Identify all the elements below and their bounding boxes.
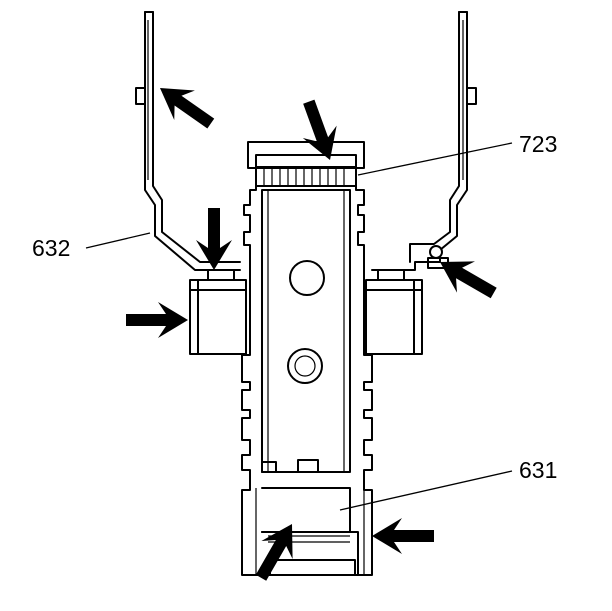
arrow-icon bbox=[196, 208, 232, 270]
arrows bbox=[126, 88, 497, 581]
arrow-icon bbox=[302, 99, 337, 160]
arrow-icon bbox=[372, 518, 434, 554]
callout-631: 631 bbox=[519, 457, 557, 483]
left-collar bbox=[189, 269, 247, 355]
right-collar bbox=[365, 269, 423, 355]
callout-632: 632 bbox=[32, 235, 70, 261]
arrow-icon bbox=[126, 302, 188, 338]
arrow-icon bbox=[160, 88, 215, 129]
outer-housing bbox=[135, 11, 477, 271]
arrow-icon bbox=[440, 261, 497, 299]
callout-723: 723 bbox=[519, 131, 557, 157]
leader-lines bbox=[85, 142, 513, 511]
center-body bbox=[241, 141, 373, 576]
arrow-icon bbox=[255, 524, 293, 581]
